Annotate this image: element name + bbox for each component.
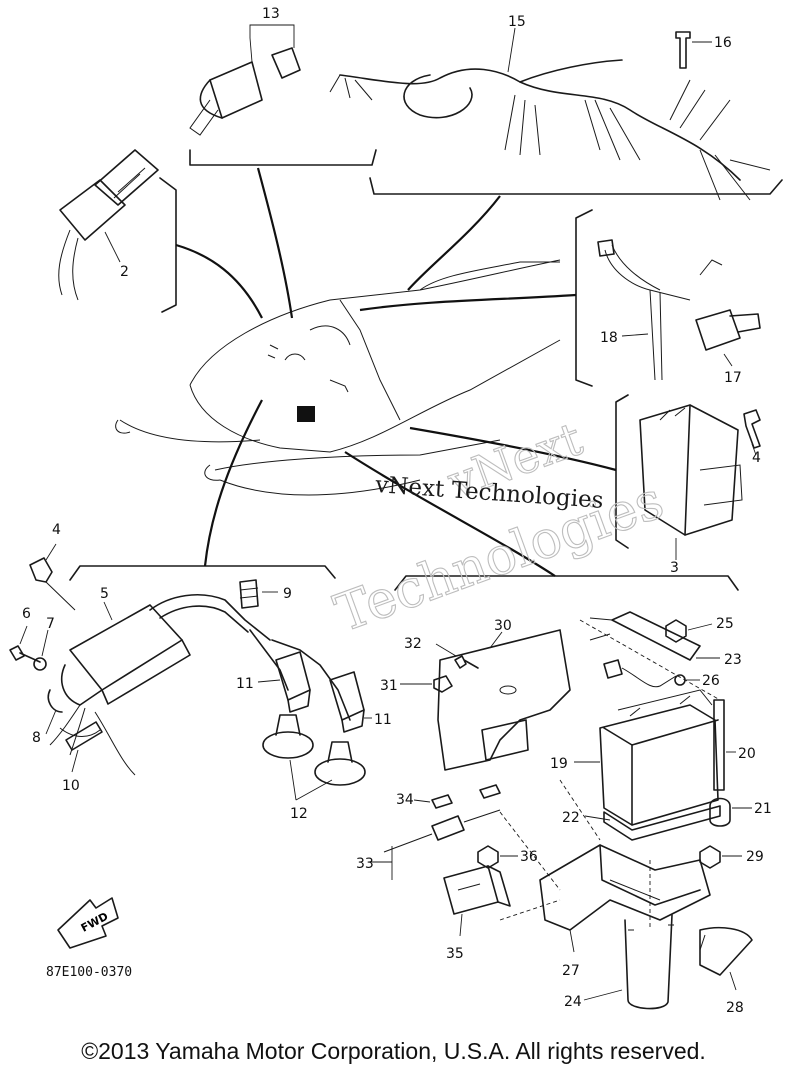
callout-6: 6: [22, 606, 31, 622]
headlight-block: [297, 406, 315, 422]
screw-4-right: [743, 409, 761, 456]
callout-3: 3: [670, 560, 679, 576]
callout-8: 8: [32, 730, 41, 746]
watermark: vNext Technologies vNext Technologies: [327, 411, 672, 645]
callout-22: 22: [562, 810, 580, 826]
battery-tray-27: [539, 844, 711, 953]
dashed-guides: [499, 619, 721, 930]
grommet-21: [709, 797, 752, 827]
copyright-notice: ©2013 Yamaha Motor Corporation, U.S.A. A…: [81, 1038, 706, 1064]
callout-9: 9: [283, 586, 292, 602]
washer-7: [33, 629, 49, 671]
callout-34: 34: [396, 792, 414, 808]
callout-2: 2: [120, 264, 129, 280]
stop-switch-assembly: [597, 239, 761, 381]
callout-16: 16: [714, 35, 732, 51]
plug-cap-11-left: [257, 651, 311, 713]
bolt-16: [675, 31, 712, 69]
nut-29: [699, 845, 742, 869]
callout-26: 26: [702, 673, 720, 689]
callout-36: 36: [520, 849, 538, 865]
arrow-battery: [344, 451, 556, 577]
callout-12: 12: [290, 806, 308, 822]
key-switch: [189, 24, 301, 136]
clamp-10: [65, 721, 103, 773]
callout-18: 18: [600, 330, 618, 346]
bracket-ignition-group: [69, 565, 336, 581]
callout-15: 15: [508, 14, 526, 30]
wire-harness: [329, 27, 771, 201]
callout-28: 28: [726, 1000, 744, 1016]
fuse-34: [413, 784, 501, 809]
bracket-battery-group: [394, 575, 739, 591]
clamp-4-left: [29, 543, 76, 611]
callout-30: 30: [494, 618, 512, 634]
nut-31: [400, 675, 453, 693]
callout-29: 29: [746, 849, 764, 865]
cable-26: [603, 659, 700, 688]
callout-33: 33: [356, 856, 374, 872]
cap-9: [239, 579, 278, 609]
callout-19: 19: [550, 756, 568, 772]
fuse-holder-33: [370, 809, 501, 880]
vent-tube-20: [713, 699, 736, 791]
callout-5: 5: [100, 586, 109, 602]
arrow-key-switch: [256, 167, 294, 319]
callout-25: 25: [716, 616, 734, 632]
battery-strap-23: [589, 611, 720, 661]
nut-36: [477, 845, 518, 869]
bracket-stop-switch-group: [575, 209, 593, 387]
handlebar-switch: [58, 149, 159, 301]
callout-4-right: 4: [752, 450, 761, 466]
battery-pad-22: [584, 805, 721, 841]
callout-7: 7: [46, 616, 55, 632]
callout-23: 23: [724, 652, 742, 668]
callout-numbers: 2 3 4 4 5 6 7 8 9 10 11 11 12 13 15 16 1…: [22, 6, 772, 1016]
arrow-stop-switch: [359, 293, 577, 312]
callout-4-left: 4: [52, 522, 61, 538]
strap-24: [583, 914, 674, 1010]
bolt-32: [435, 643, 479, 669]
callout-27: 27: [562, 963, 580, 979]
clip-8: [45, 689, 63, 735]
battery-19: [574, 689, 719, 826]
arrow-harness: [407, 195, 501, 291]
arrow-switch: [175, 243, 263, 319]
callout-20: 20: [738, 746, 756, 762]
callout-24: 24: [564, 994, 582, 1010]
relay-35: [443, 865, 511, 937]
screw-6: [9, 625, 41, 663]
bracket-switch-group: [159, 177, 177, 313]
nut-25: [665, 619, 713, 643]
callout-17: 17: [724, 370, 742, 386]
bracket-key-switch-group: [189, 149, 377, 166]
bracket-28: [699, 926, 753, 991]
fwd-arrow-icon: FWD: [57, 897, 119, 949]
fwd-label: FWD: [79, 910, 111, 935]
callout-10: 10: [62, 778, 80, 794]
spark-plug-boots-12: [262, 714, 366, 801]
callout-31: 31: [380, 678, 398, 694]
bracket-regulator-group: [615, 394, 629, 549]
callout-13: 13: [262, 6, 280, 22]
callout-11-right: 11: [374, 712, 392, 728]
callout-11-left: 11: [236, 676, 254, 692]
plug-cap-11-right: [329, 671, 372, 733]
arrow-regulator: [409, 426, 617, 472]
callout-21: 21: [754, 801, 772, 817]
bracket-harness-group: [369, 177, 783, 195]
arrow-ignition: [203, 399, 263, 567]
battery-box-30: [437, 629, 571, 771]
snowmobile-body: [115, 259, 561, 496]
callout-35: 35: [446, 946, 464, 962]
ignition-coil: [49, 594, 351, 776]
callout-32: 32: [404, 636, 422, 652]
voltage-regulator: [639, 404, 743, 560]
drawing-code: 87E100-0370: [46, 965, 132, 980]
